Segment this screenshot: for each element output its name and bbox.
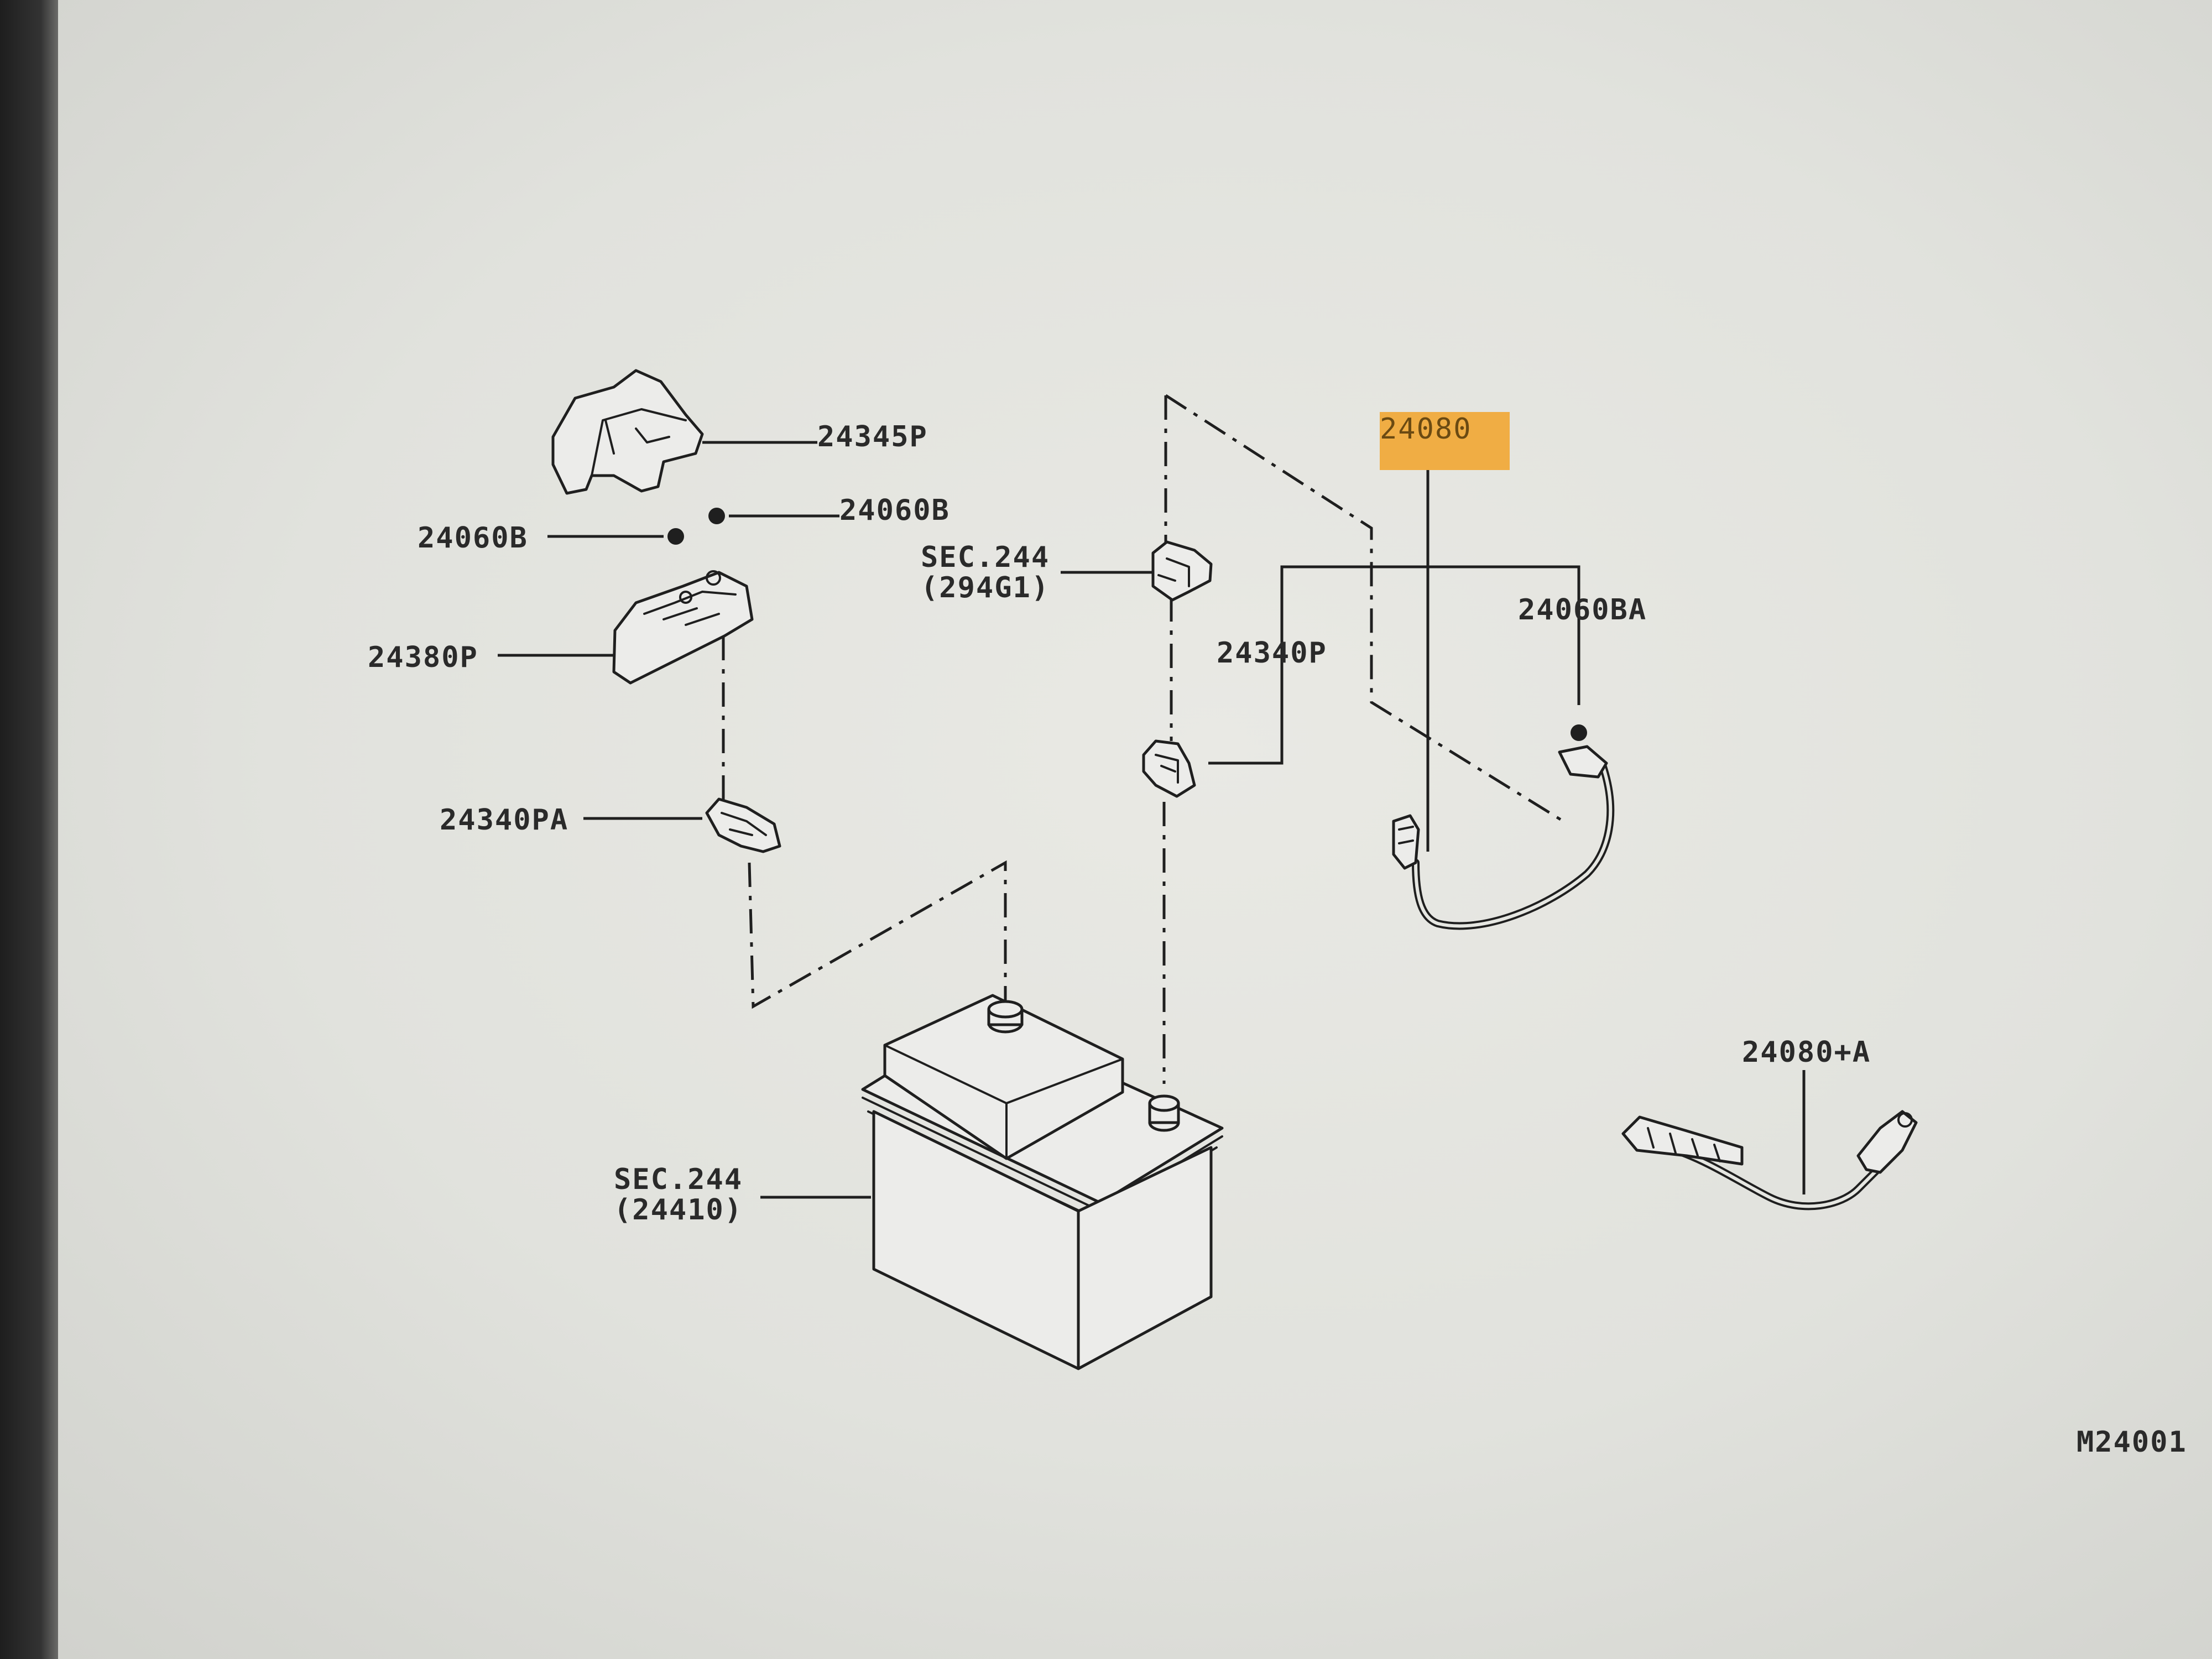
leader-24340P <box>1208 565 1580 765</box>
part-battery-24410 <box>861 994 1224 1370</box>
label-sec244-bottom-1: SEC.244 <box>614 1163 743 1196</box>
monitor-bezel <box>0 0 58 1659</box>
part-24080-battery-cable <box>1392 745 1615 930</box>
label-24060B-right: 24060B <box>839 494 950 527</box>
assembly-line-right-diag <box>1165 394 1569 826</box>
label-sec244-bottom-2: (24410) <box>614 1193 743 1227</box>
part-24345P-cover <box>551 369 704 495</box>
part-24340P-terminal <box>1142 739 1196 798</box>
highlight-24080 <box>1380 412 1510 470</box>
label-24345P: 24345P <box>817 420 928 453</box>
label-24060BA: 24060BA <box>1518 593 1647 627</box>
part-terminal-294G1 <box>1151 540 1213 602</box>
nut-24060BA <box>1571 724 1587 741</box>
part-24380P-fuse-block <box>612 570 754 685</box>
label-24080: 24080 <box>1380 413 1472 446</box>
nut-24060B-left <box>667 528 684 545</box>
part-24340PA-terminal <box>705 797 781 853</box>
assembly-line-left-lower <box>748 860 1007 1018</box>
part-24080A-cable <box>1621 1110 1918 1211</box>
label-sec244-top-1: SEC.244 <box>921 541 1050 574</box>
drawing-code: M24001 <box>2077 1426 2187 1459</box>
label-24060B-left: 24060B <box>418 521 528 555</box>
label-24380P: 24380P <box>368 641 478 674</box>
label-24340PA: 24340PA <box>440 804 568 837</box>
label-24080A: 24080+A <box>1742 1036 1871 1069</box>
label-24340P: 24340P <box>1217 637 1327 670</box>
nut-24060B-right <box>708 508 725 524</box>
label-sec244-top-2: (294G1) <box>921 571 1050 604</box>
